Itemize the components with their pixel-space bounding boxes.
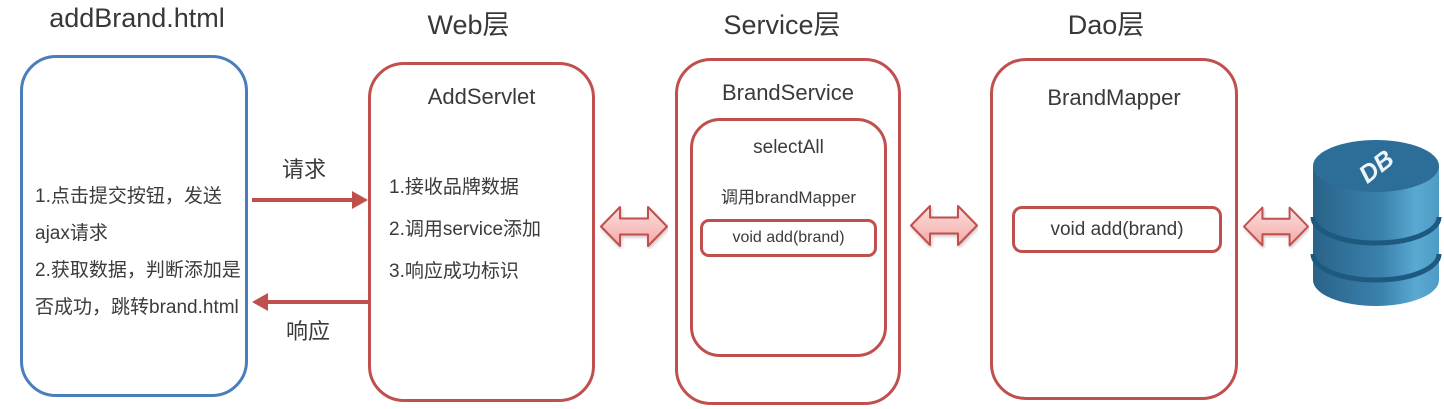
request-arrow <box>252 191 368 209</box>
response-arrow <box>252 293 368 311</box>
web-step: 1.接收品牌数据 <box>389 177 519 198</box>
title-dao-layer: Dao层 <box>1067 10 1145 40</box>
web-servlet-box: AddServlet 1.接收品牌数据 2.调用service添加 3.响应成功… <box>368 62 595 402</box>
service-method-pill: void add(brand) <box>700 219 877 257</box>
service-method-label: void add(brand) <box>732 229 845 246</box>
title-service-layer: Service层 <box>723 10 841 40</box>
double-arrow-web-service-icon <box>600 206 668 247</box>
database-icon: DB <box>1310 140 1442 306</box>
service-box: BrandService selectAll 调用brandMapper voi… <box>675 58 901 405</box>
addbrand-page-box: 1.点击提交按钮，发送 ajax请求 2.获取数据，判断添加是 否成功，跳转br… <box>20 55 248 397</box>
dao-box: BrandMapper void add(brand) <box>990 58 1238 400</box>
page-note-line: 否成功，跳转brand.html <box>35 297 239 318</box>
select-all-box: selectAll 调用brandMapper void add(brand) <box>690 118 887 357</box>
web-step: 2.调用service添加 <box>389 219 542 240</box>
page-note-line: 1.点击提交按钮，发送 <box>35 186 222 207</box>
web-servlet-heading: AddServlet <box>427 84 536 109</box>
response-label: 响应 <box>285 319 330 344</box>
dao-method-label: void add(brand) <box>1050 218 1184 240</box>
page-note-line: 2.获取数据，判断添加是 <box>35 260 241 281</box>
arrow-head-right-icon <box>352 191 368 209</box>
dao-method-pill: void add(brand) <box>1012 206 1222 253</box>
double-arrow-dao-db-icon <box>1243 206 1309 247</box>
select-all-heading: selectAll <box>753 137 824 158</box>
double-arrow-service-dao-icon <box>910 205 978 246</box>
call-brand-mapper-text: 调用brandMapper <box>720 188 857 207</box>
addbrand-page-notes: 1.点击提交按钮，发送 ajax请求 2.获取数据，判断添加是 否成功，跳转br… <box>35 178 241 326</box>
web-servlet-steps: 1.接收品牌数据 2.调用service添加 3.响应成功标识 <box>389 167 541 293</box>
title-web-layer: Web层 <box>427 10 510 40</box>
web-step: 3.响应成功标识 <box>389 261 519 282</box>
request-label: 请求 <box>281 157 326 182</box>
service-heading: BrandService <box>721 80 855 105</box>
dao-heading: BrandMapper <box>1047 85 1181 110</box>
arrow-head-left-icon <box>252 293 268 311</box>
title-addbrand-html: addBrand.html <box>49 3 225 33</box>
page-note-line: ajax请求 <box>35 223 108 244</box>
